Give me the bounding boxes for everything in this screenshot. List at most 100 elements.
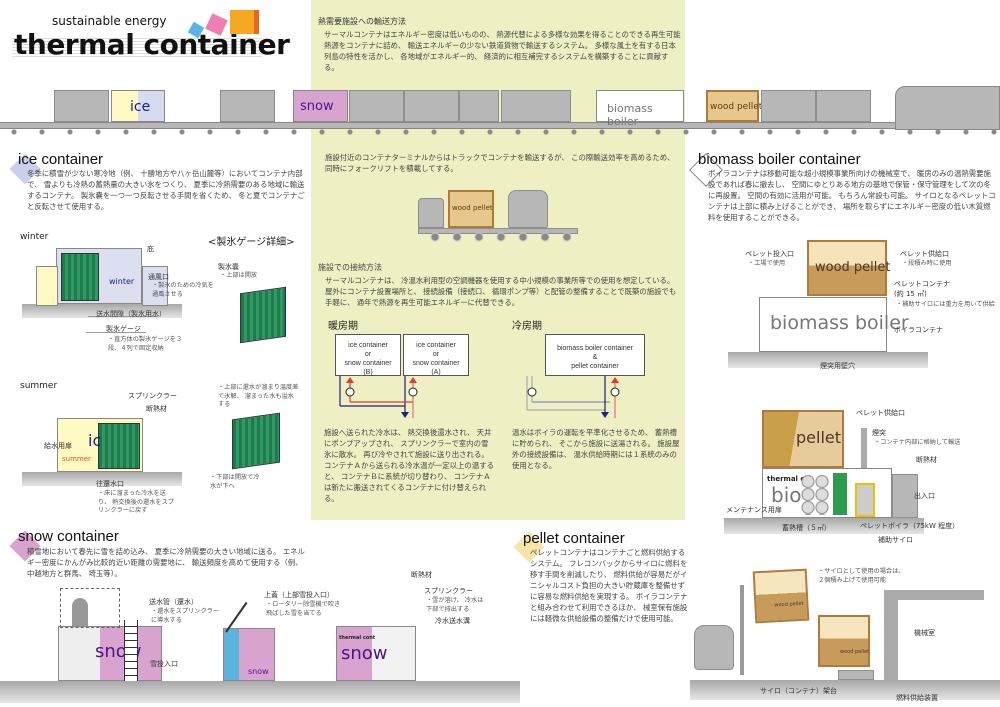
pellet-supply-label: ペレット供給口 — [900, 250, 949, 258]
intro-heading: 熱需要施設への輸送方法 — [318, 17, 406, 26]
supply-arrow-icon — [346, 377, 354, 383]
forklift-illustration — [690, 585, 750, 680]
section-bio-text: bio — [771, 483, 802, 507]
ice-title: ice container — [18, 151, 104, 168]
winter-side-panel — [36, 266, 58, 306]
box-a-line: ice container — [416, 342, 456, 349]
pellet-volume-label: (約 15 ㎥) — [894, 290, 927, 298]
pellet-body: ペレットコンテナはコンテナごと燃料供給するシステム。 フレコンバックからサイロに… — [530, 548, 688, 623]
freight-train: ice snow biomass boiler wood pellet — [0, 86, 1000, 136]
logo-cube-orange-icon — [230, 10, 259, 34]
section-pellet: pellet — [762, 410, 844, 468]
gauge-top-note: ・上部に還水が溜まり温度差で氷解、 溜まった水も溢水する — [218, 384, 299, 408]
summer-port-note: ・床に溜まった冷水を送り、 熱交換後の還水をスプリンクラーに戻す — [98, 490, 174, 514]
heating-season-label: 冷房期 — [512, 321, 542, 332]
section-brand: thermal co — [767, 475, 810, 483]
summer-insulation-label: 断熱材 — [146, 405, 167, 413]
truck-wheels — [424, 232, 574, 242]
entrance-door — [892, 474, 918, 518]
header: sustainable energy thermal container — [12, 8, 292, 66]
pellet-container-label: ペレットコンテナ — [894, 280, 950, 288]
snow-ladder-icon — [124, 620, 138, 681]
connection-heading: 施設での接続方法 — [318, 263, 382, 272]
snow-container-2: snow — [223, 628, 275, 681]
pump-icon — [408, 387, 418, 397]
header-subtitle: sustainable energy — [52, 14, 167, 28]
snow-lid-label: 上蓋（上部雪投入口） — [264, 591, 334, 599]
box-b-line: (B) — [363, 369, 373, 376]
box-a-line: snow container — [412, 360, 460, 367]
truck-cargo-label: wood pellet — [452, 204, 493, 212]
silo-note: ・補助サイロには重力を用いて供給 — [896, 301, 995, 308]
winter-vent-panel — [142, 266, 168, 306]
forklift-icon — [508, 190, 548, 228]
box-biomass-pellet: biomass boiler container & pellet contai… — [545, 334, 645, 376]
section-door-label: 出入口 — [914, 492, 935, 500]
intro-body: サーマルコンテナはエネルギー密度は低いものの、 熱源代替による多様な効果を得るこ… — [324, 30, 681, 72]
snow-title: snow container — [18, 528, 119, 545]
box-container-b: ice container or snow container (B) — [335, 334, 401, 376]
stack-boiler-container: biomass boiler — [759, 297, 909, 352]
snow-channel-label: 冷水送水溝 — [435, 617, 470, 625]
storage-tanks — [801, 475, 829, 515]
train-snow-label: snow — [300, 99, 334, 114]
machine-room-wall — [884, 590, 984, 680]
train-container-ice: ice — [111, 90, 165, 122]
box-heating-line: biomass boiler container — [557, 345, 633, 352]
stack-pellet-container: wood pellet — [807, 240, 891, 296]
heating-piping-diagram — [526, 376, 620, 418]
section-boiler-label: ペレットボイラ（75kW 程度） — [860, 522, 960, 530]
pellet-inlet-note: ・工場で使用 — [748, 260, 786, 267]
box-b-line: snow container — [344, 360, 392, 367]
stack-boiler-text: biomass boiler — [770, 312, 909, 334]
train-container — [220, 90, 275, 122]
train-ice-label: ice — [130, 99, 151, 115]
pump-icon — [345, 387, 355, 397]
truck-cargo: wood pellet — [448, 190, 494, 228]
box-heating-line: & — [592, 354, 598, 361]
gauge-bag-note: ・上部は開放 — [220, 272, 258, 279]
train-container — [54, 90, 109, 122]
section-boiler: thermal co bio — [762, 468, 892, 518]
snow-container-3: thermal cont snow — [336, 626, 416, 681]
snow-inlet-label: 雪投入口 — [150, 660, 178, 668]
winter-vent-note: ・製氷のための冷気を通風させる — [152, 282, 214, 298]
train-container — [349, 90, 404, 122]
pellet-inlet-label: ペレット投入口 — [745, 250, 794, 258]
section-silo-label: 補助サイロ — [878, 536, 913, 544]
winter-gauge-label: 製氷ゲージ — [106, 325, 141, 333]
section-ground — [724, 518, 924, 534]
feeder-label: 燃料供給装置 — [896, 694, 938, 702]
summer-door-label: 給水用扉 — [44, 442, 72, 450]
forklift-mast — [740, 585, 744, 675]
truck-cab — [418, 198, 444, 228]
truck-body: 施設付近のコンテナターミナルからはトラックでコンテナを輸送するが、 この際輸送効… — [325, 153, 675, 173]
return-arrow-icon — [601, 412, 609, 418]
chimney-icon — [861, 428, 867, 468]
snow-pipe-label: 送水管（還水） — [149, 598, 198, 606]
snow-container-2-text: snow — [248, 667, 269, 676]
cooling-body: 施設へ送られた冷水は、 熱交換後還水され、 天井にポンプアップされ、 スプリンク… — [324, 428, 494, 503]
supply-arrow-icon — [409, 377, 417, 383]
winter-container-text: winter — [109, 277, 135, 286]
box-a-line: (A) — [431, 369, 441, 376]
winter-gauge-note: ・直方体の製氷ゲージを３段、４列で固定収納 — [108, 336, 183, 352]
train-biomass-label: biomass boiler — [607, 102, 653, 128]
section-supply-label: ペレット供給口 — [856, 409, 905, 417]
gauge-detail-title: <製氷ゲージ詳細> — [208, 237, 295, 248]
return-arrow-icon — [401, 412, 409, 418]
forklift-body — [694, 625, 734, 670]
biomass-body: ボイラコンテナは移動可能な超小規模事業所向けの機械室で、 暖房のみの温熱需要施設… — [708, 169, 996, 222]
pellet-supply-note: ・段積み時に使用 — [902, 260, 952, 267]
locomotive — [895, 86, 1000, 130]
summer-label: summer — [20, 381, 58, 391]
snow-body: 積雪地において春先に雪を詰め込み、 夏季に冷熱需要の大きい地域に送る。 エネルギ… — [27, 547, 305, 578]
silo-stand — [838, 670, 874, 680]
train-container-biomass: biomass boiler — [596, 90, 684, 128]
snow-container-3-text: snow — [341, 643, 388, 664]
ice-gauge-stack — [98, 423, 140, 469]
section-maintenance-label: メンテナンス用扉 — [726, 506, 782, 514]
summer-container-sub: summer — [62, 455, 91, 463]
center-panel — [311, 0, 685, 520]
biomass-title: biomass boiler container — [698, 151, 861, 168]
